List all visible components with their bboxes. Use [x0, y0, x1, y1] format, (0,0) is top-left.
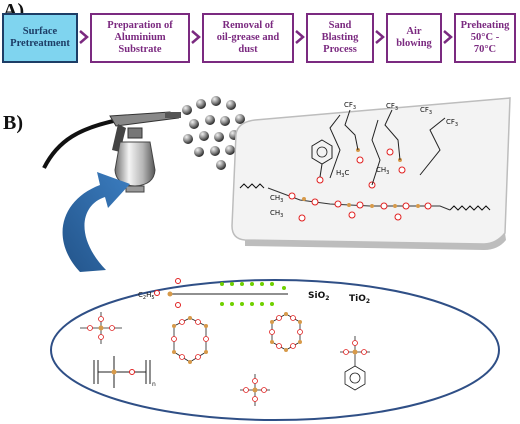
cyclosiloxane-molecule — [171, 316, 209, 364]
flow-arrow-icon — [443, 30, 453, 44]
sio2-label: SiO2 — [308, 291, 329, 302]
flow-arrow-icon — [375, 30, 385, 44]
ch3-label: CH3 — [270, 209, 283, 219]
c2h5-label: C2H5 — [138, 291, 155, 301]
h3c-label: H3C — [336, 169, 349, 179]
flow-arrow-icon — [191, 30, 201, 44]
step-line2: oil-grease and dust — [216, 31, 280, 56]
step-surface-pretreatment: Surface Pretreatment — [2, 13, 78, 63]
step-preheating: Preheating 50°C - 70°C — [454, 13, 516, 63]
step-line1: Removal of — [222, 19, 274, 31]
phenylsilane-molecule — [340, 336, 370, 391]
cf3-label: CF3 — [344, 101, 356, 111]
repeat-n-label: n — [152, 381, 156, 388]
step-removal: Removal of oil-grease and dust — [202, 13, 294, 63]
fluorosilane-molecule: C2H5 — [138, 278, 288, 308]
cf3-label: CF3 — [420, 106, 432, 116]
step-line1: Air blowing — [396, 25, 432, 49]
silane-molecule — [240, 374, 270, 406]
step-line2: 50°C - 70°C — [470, 31, 500, 56]
spray-gun-icon — [42, 111, 181, 193]
ch3-label: CH3 — [376, 166, 389, 176]
cyclosiloxane-molecule — [269, 312, 303, 352]
step-line1: Preparation of — [107, 19, 173, 31]
tio2-label: TiO2 — [349, 294, 370, 305]
step-line2: Aluminium Substrate — [114, 31, 166, 56]
silane-molecule — [80, 312, 122, 344]
cf3-label: CF3 — [386, 102, 398, 112]
flow-arrow-icon — [79, 30, 89, 44]
polysiloxane-unit: n — [93, 356, 156, 388]
precursor-ellipse: C2H5 SiO2 TiO2 — [50, 278, 500, 421]
cf3-label: CF3 — [446, 118, 458, 128]
step-air-blowing: Air blowing — [386, 13, 442, 63]
step-line2: Process — [323, 44, 357, 56]
step-preparation: Preparation of Aluminium Substrate — [90, 13, 190, 63]
step-sand-blasting: Sand Blasting Process — [306, 13, 374, 63]
step-line1: Preheating — [460, 19, 510, 31]
coated-surface-panel: CF3 CF3 CF3 CF3 H3C CH3 CH3 CH3 — [231, 97, 511, 250]
panel-b-label: B) — [3, 112, 23, 134]
ch3-label: CH3 — [270, 194, 283, 204]
step-line1: Sand Blasting — [321, 19, 359, 43]
step-line2: Pretreatment — [10, 38, 70, 49]
curved-arrow-icon — [62, 172, 130, 272]
flow-arrow-icon — [295, 30, 305, 44]
step-line1: Surface — [22, 25, 58, 37]
